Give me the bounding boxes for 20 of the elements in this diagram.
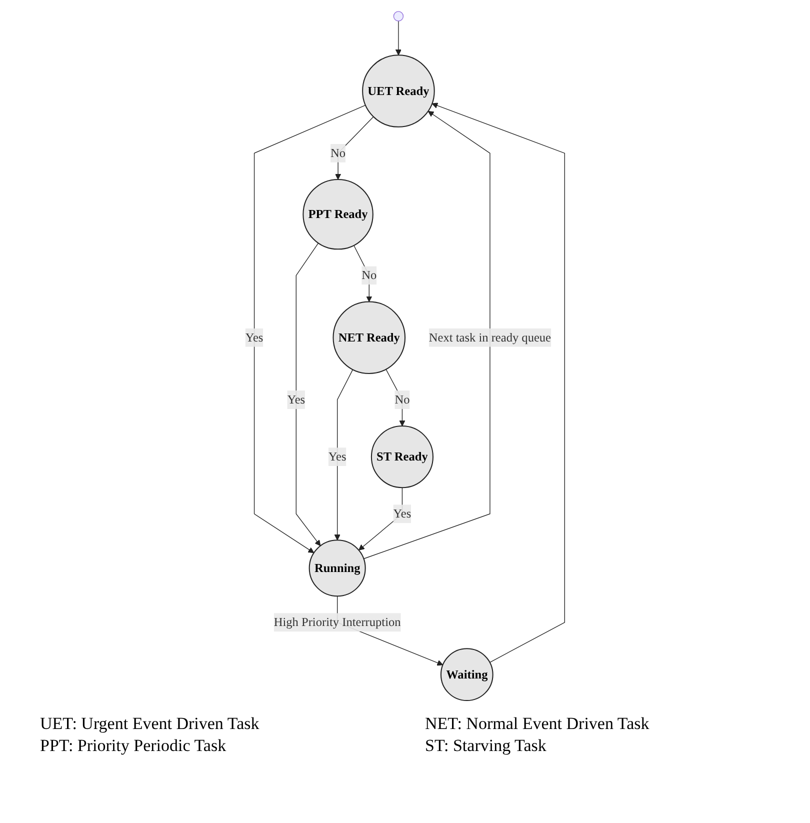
abbreviation-note: UET: Urgent Event Driven Task (40, 714, 260, 734)
state-circle: Waiting (440, 648, 494, 702)
edge-label: No (330, 144, 346, 162)
state-circle: PPT Ready (302, 178, 374, 250)
edge-label: Yes (245, 328, 264, 347)
state-circle: ST Ready (370, 426, 434, 488)
state-circle: UET Ready (362, 54, 435, 128)
start-dot (393, 11, 404, 22)
abbreviation-note: PPT: Priority Periodic Task (40, 736, 228, 756)
state-circle: Running (308, 540, 366, 597)
edge-label: Yes (328, 448, 346, 466)
state-circle: NET Ready (332, 301, 406, 374)
edge-label: High Priority Interruption (274, 613, 401, 632)
edge-label: Yes (287, 390, 306, 409)
abbreviation-note: NET: Normal Event Driven Task (425, 714, 650, 734)
abbreviation-note: ST: Starving Task (425, 736, 548, 756)
edge-label: No (362, 266, 377, 285)
edge-label: No (394, 390, 410, 409)
edge-label: Next task in ready queue (428, 328, 551, 347)
edge-label: Yes (393, 504, 412, 524)
